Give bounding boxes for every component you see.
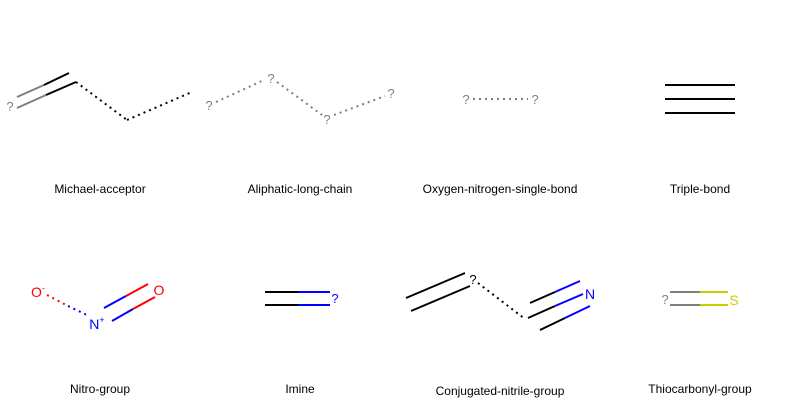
dummy-atom-label: ? bbox=[331, 291, 338, 306]
any-bond-dotted bbox=[67, 305, 90, 317]
panel-caption: Aliphatic-long-chain bbox=[248, 182, 353, 196]
any-bond-dotted bbox=[46, 294, 69, 307]
any-bond-dotted bbox=[75, 81, 128, 121]
panel-caption: Thiocarbonyl-group bbox=[648, 382, 752, 396]
oxygen-atom-label: O bbox=[154, 282, 165, 298]
panel-caption: Nitro-group bbox=[70, 382, 130, 396]
dummy-atom-label: ? bbox=[323, 112, 330, 127]
any-bond-dotted bbox=[477, 282, 526, 320]
panel-caption: Oxygen-nitrogen-single-bond bbox=[423, 182, 578, 196]
panel-imine: ? Imine bbox=[265, 291, 339, 396]
dummy-atom-label: ? bbox=[267, 71, 274, 86]
any-bond-dotted bbox=[276, 81, 323, 116]
nitrogen-atom-label: N bbox=[585, 286, 595, 302]
double-bond-line bbox=[405, 272, 466, 299]
oxygen-atom-label: O- bbox=[31, 283, 45, 300]
triple-bond-line bbox=[529, 291, 556, 304]
double-bond-line bbox=[45, 81, 77, 96]
panel-michael-acceptor: ? Michael-acceptor bbox=[6, 72, 193, 196]
panel-oxygen-nitrogen-single-bond: ? ? Oxygen-nitrogen-single-bond bbox=[423, 92, 578, 196]
dummy-atom-label: ? bbox=[531, 92, 538, 107]
double-bond-line bbox=[103, 295, 127, 309]
double-bond-line bbox=[43, 72, 70, 86]
dummy-atom-label: ? bbox=[6, 99, 13, 114]
triple-bond-line bbox=[539, 317, 566, 331]
triple-bond-line bbox=[564, 305, 591, 319]
any-bond-dotted bbox=[333, 95, 386, 116]
triple-bond-line bbox=[554, 280, 581, 293]
panel-caption: Triple-bond bbox=[670, 182, 730, 196]
any-bond-dotted bbox=[215, 79, 265, 103]
panel-triple-bond: Triple-bond bbox=[665, 84, 735, 196]
dummy-atom-label: ? bbox=[462, 92, 469, 107]
double-bond-line bbox=[16, 94, 47, 109]
triple-bond-line bbox=[554, 293, 584, 307]
triple-bond-line bbox=[527, 305, 556, 319]
panel-nitro-group: O- O N+ Nitro-group bbox=[31, 282, 165, 396]
panel-caption: Imine bbox=[285, 382, 315, 396]
panel-thiocarbonyl-group: ? S Thiocarbonyl-group bbox=[648, 291, 752, 396]
nitrogen-atom-label: N+ bbox=[89, 315, 104, 332]
any-bond-dotted bbox=[126, 91, 193, 121]
sulfur-atom-label: S bbox=[729, 292, 738, 308]
double-bond-line bbox=[16, 84, 45, 98]
double-bond-line bbox=[125, 283, 149, 297]
panel-aliphatic-long-chain: ? ? ? ? Aliphatic-long-chain bbox=[205, 71, 394, 196]
panel-conjugated-nitrile-group: ? N Conjugated-nitrile-group bbox=[405, 272, 595, 398]
dummy-atom-label: ? bbox=[469, 272, 476, 287]
panel-caption: Michael-acceptor bbox=[54, 182, 145, 196]
dummy-atom-label: ? bbox=[387, 86, 394, 101]
double-bond-line bbox=[132, 296, 156, 310]
dummy-atom-label: ? bbox=[205, 98, 212, 113]
double-bond-line bbox=[410, 285, 471, 312]
dummy-atom-label: ? bbox=[661, 292, 668, 307]
double-bond-line bbox=[111, 308, 134, 322]
panel-caption: Conjugated-nitrile-group bbox=[436, 384, 565, 398]
